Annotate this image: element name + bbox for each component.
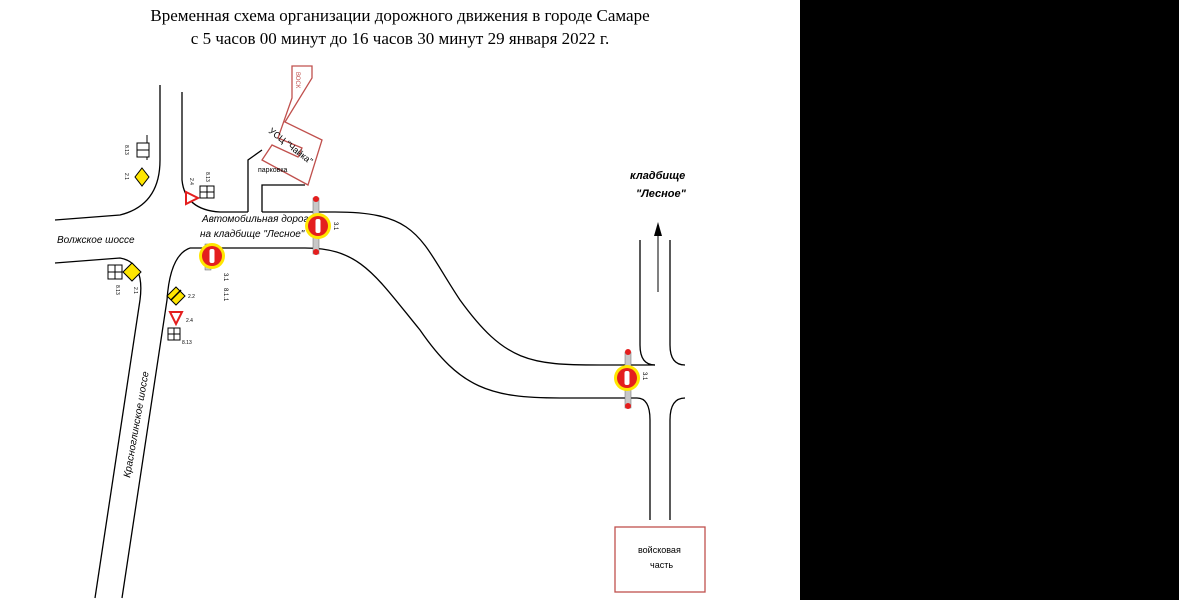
volzhskoe-label: Волжское шоссе: [57, 235, 135, 246]
sign-8-13-c: 8.13: [114, 285, 120, 295]
no-entry-sign-3-code: 3.1: [641, 372, 647, 381]
vertical-road: [636, 240, 686, 520]
sign-group-lower-left: 8.13 2.1: [107, 262, 142, 295]
map-title: Временная схема организации дорожного дв…: [0, 4, 800, 50]
sign-2-1-a: 2.1: [123, 173, 129, 180]
sign-group-yield-lower: 2.4 8.13: [167, 311, 193, 346]
no-entry-sign-2: 3.1 8.1.1: [199, 243, 228, 302]
sign-8-13-d: 8.13: [182, 340, 192, 346]
cemetery-road: [190, 211, 655, 399]
title-line-2: с 5 часов 00 минут до 16 часов 30 минут …: [190, 29, 610, 48]
road-scheme: Волжское шоссе Красноглинское шоссе Авто…: [54, 65, 706, 599]
sign-8-13-a: 8.13: [123, 145, 129, 155]
cemetery-label-line-1: кладбище: [630, 170, 685, 182]
sign-group-yield-top: 2.4 8.13: [185, 172, 215, 206]
sign-2-4-b: 2.4: [186, 318, 193, 324]
building-small-label: ВОСК: [294, 72, 300, 89]
sign-2-4-a: 2.4: [188, 178, 194, 185]
sign-8-1-1: 8.1.1: [222, 288, 228, 302]
arrow-north-icon: [654, 222, 662, 292]
sign-2-1-b: 2.1: [132, 287, 138, 294]
no-entry-sign-1-code: 3.1: [332, 222, 338, 231]
title-line-1: Временная схема организации дорожного дв…: [150, 6, 650, 25]
usc-building: [261, 65, 323, 186]
cemetery-label-line-2: "Лесное": [636, 188, 687, 200]
no-entry-sign-1: 3.1: [305, 196, 338, 255]
road-label-line-2: на кладбище "Лесное": [200, 228, 305, 240]
krasnoglinskoe-road: [94, 92, 305, 599]
military-box: [614, 526, 706, 593]
military-label-line-2: часть: [650, 560, 673, 570]
sign-2-2: 2.2: [188, 294, 195, 300]
road-label-line-1: Автомобильная дорога: [201, 213, 314, 225]
sign-group-top-left: 8.13 2.1: [123, 135, 150, 187]
no-entry-sign-3: 3.1: [614, 349, 647, 409]
parking-label: парковка: [258, 167, 288, 174]
military-label-line-1: войсковая: [638, 545, 681, 555]
no-entry-sign-2-code: 3.1: [222, 273, 228, 282]
black-panel: [800, 0, 1179, 600]
sign-2-2-group: 2.2: [166, 286, 195, 306]
sign-8-13-b: 8.13: [204, 172, 210, 182]
